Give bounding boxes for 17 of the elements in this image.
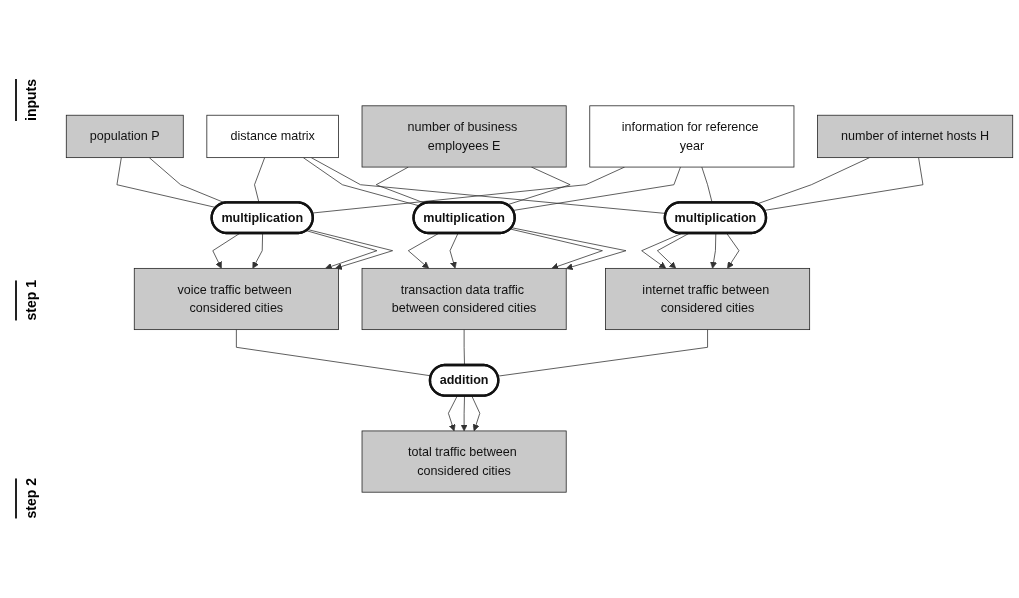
node-box: total traffic between considered cities (361, 430, 567, 493)
stage-label: step 2 (15, 478, 45, 519)
node-box: information for reference year (589, 105, 795, 168)
node-box: distance matrix (206, 114, 339, 159)
node-box: internet traffic between considered cities (605, 267, 811, 331)
stage-label: step 1 (15, 279, 45, 320)
connector (302, 157, 421, 207)
node-box: population P (65, 114, 184, 159)
connector (235, 329, 432, 377)
stage-label: inputs (15, 79, 45, 122)
connector (512, 166, 681, 211)
node-box: transaction data traffic between considered cities (361, 267, 567, 331)
node-box: number of business employees E (361, 105, 567, 168)
node-box: voice traffic between considered cities (133, 267, 339, 331)
node-box: number of internet hosts H (817, 114, 1014, 159)
connector (763, 157, 924, 211)
connector (756, 157, 870, 205)
